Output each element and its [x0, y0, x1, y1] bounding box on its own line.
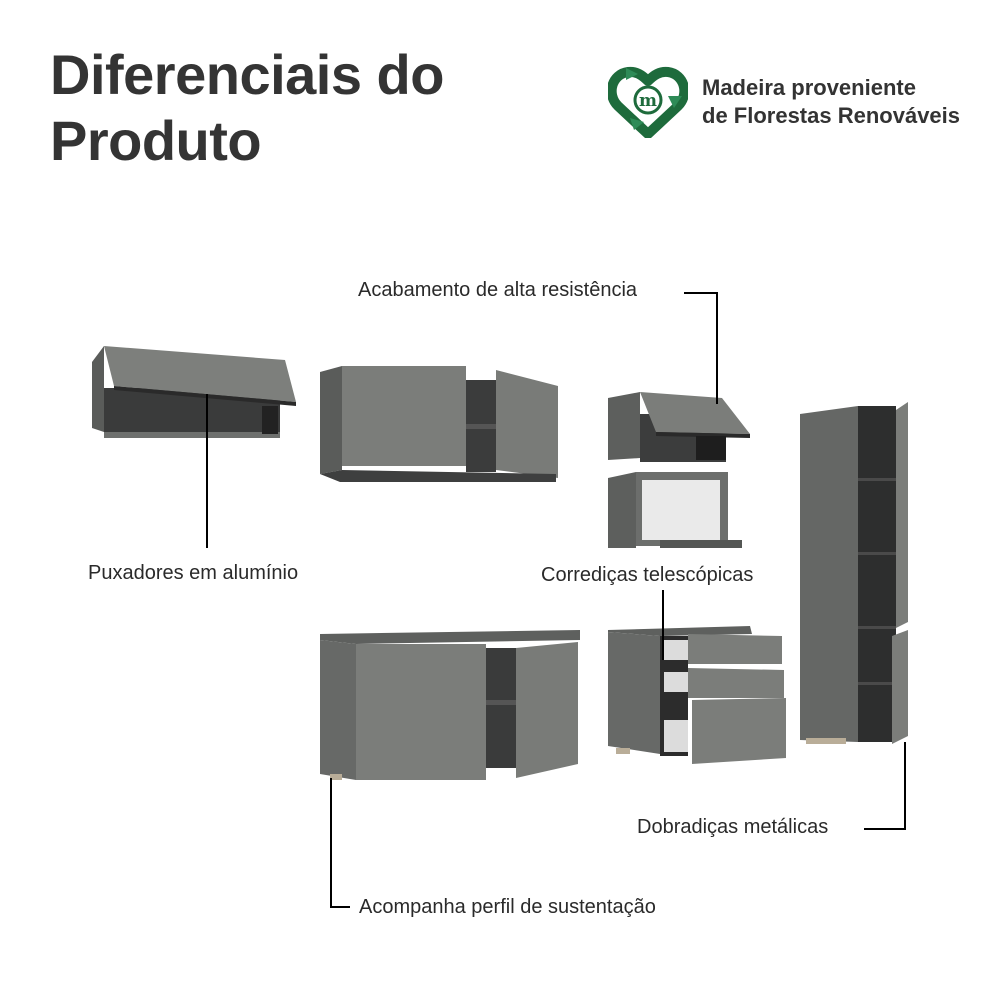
badge-text: Madeira proveniente de Florestas Renováv… — [702, 74, 960, 130]
recycle-heart-m-icon: m — [608, 66, 688, 138]
leader-line-hinges — [864, 828, 906, 830]
wall-cabinet-flipup-left — [92, 346, 296, 438]
tall-pantry-cabinet — [800, 402, 908, 744]
microwave-niche-cabinet — [608, 472, 742, 548]
svg-text:m: m — [639, 91, 657, 111]
title-line-2: Produto — [50, 109, 262, 172]
callout-finish: Acabamento de alta resistência — [358, 279, 638, 301]
base-cabinet-two-doors — [320, 630, 580, 780]
callout-slides: Corrediças telescópicas — [541, 564, 754, 586]
badge-line-1: Madeira proveniente — [702, 75, 916, 100]
wall-cabinet-two-doors — [320, 366, 558, 482]
title-line-1: Diferenciais do — [50, 43, 444, 106]
leader-line-support — [330, 778, 332, 908]
callout-hinges: Dobradiças metálicas — [637, 816, 829, 838]
leader-line-slides — [662, 590, 664, 660]
leader-line-hinges — [904, 742, 906, 830]
page-title: Diferenciais do Produto — [50, 42, 444, 174]
drawer-base-cabinet — [608, 626, 786, 764]
callout-handles: Puxadores em alumínio — [88, 562, 299, 584]
leader-line-handles — [206, 394, 208, 548]
leader-line-finish — [716, 292, 718, 404]
sustainability-badge: m Madeira proveniente de Florestas Renov… — [608, 66, 960, 138]
callout-support: Acompanha perfil de sustentação — [359, 896, 656, 918]
leader-line-support — [330, 906, 350, 908]
badge-line-2: de Florestas Renováveis — [702, 103, 961, 128]
wall-cabinet-flipup-small — [608, 392, 750, 462]
leader-line-finish — [684, 292, 718, 294]
